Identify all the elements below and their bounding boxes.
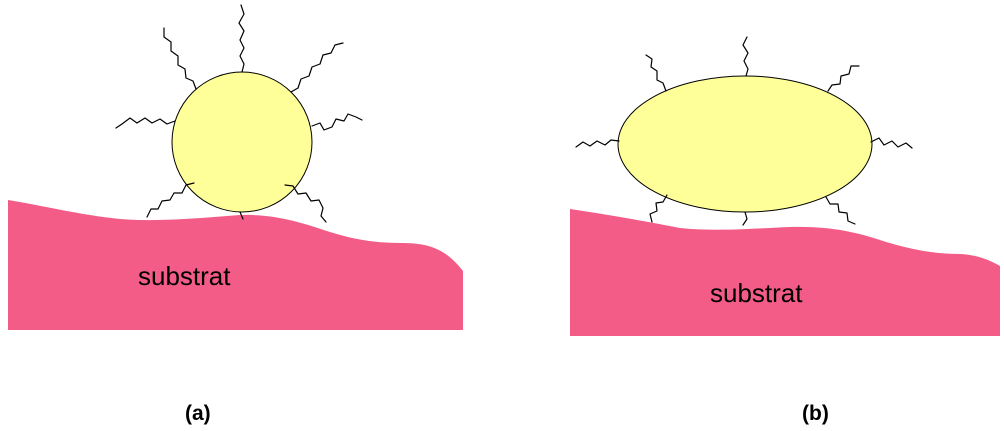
ligand-a-7: [284, 184, 327, 223]
particle-ellipsoid: [617, 75, 873, 213]
panel-b: substrat (b): [570, 36, 1000, 425]
ligand-b-1: [742, 36, 749, 77]
ligand-a-4: [115, 117, 176, 129]
ligand-b-8: [825, 196, 856, 225]
panel-label-a: (a): [185, 402, 211, 425]
substrate-label-b: substrat: [710, 278, 803, 308]
ligand-b-4: [575, 139, 620, 148]
ligand-a-2: [163, 27, 197, 90]
substrate-label-a: substrat: [138, 261, 231, 291]
ligand-a-1: [238, 4, 245, 73]
ligand-b-7: [742, 211, 748, 226]
ligand-b-6: [649, 194, 668, 223]
panel-label-b: (b): [802, 402, 829, 425]
ligand-b-5: [870, 137, 913, 149]
ligand-a-8: [239, 211, 244, 220]
ligand-b-3: [827, 65, 860, 92]
ligand-a-3: [290, 42, 344, 93]
particle-sphere: [171, 71, 313, 213]
substrate-b: [570, 209, 1000, 336]
ligand-a-6: [146, 182, 195, 218]
panel-a: substrat (a): [8, 4, 463, 425]
substrate-a: [8, 200, 463, 330]
ligand-a-5: [311, 113, 363, 131]
ligand-b-2: [645, 54, 667, 92]
